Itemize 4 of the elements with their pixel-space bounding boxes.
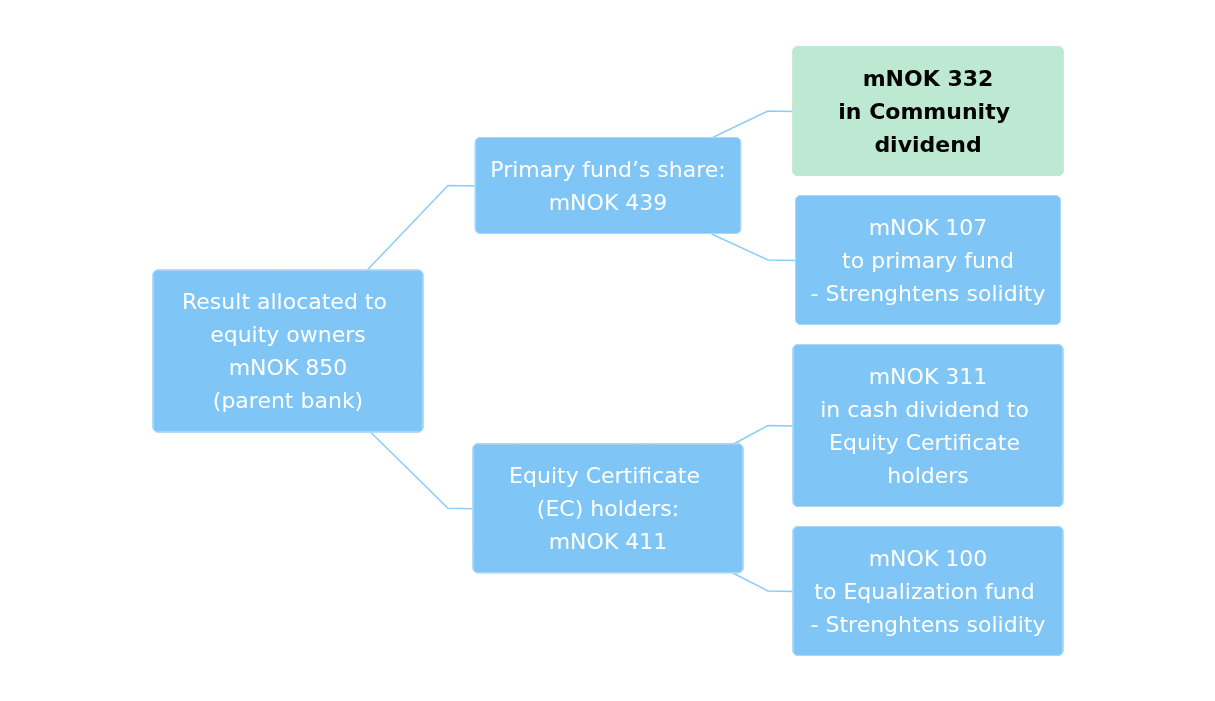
connector bbox=[731, 572, 794, 592]
connector bbox=[365, 184, 476, 271]
connector bbox=[369, 431, 474, 509]
connector bbox=[710, 232, 797, 261]
